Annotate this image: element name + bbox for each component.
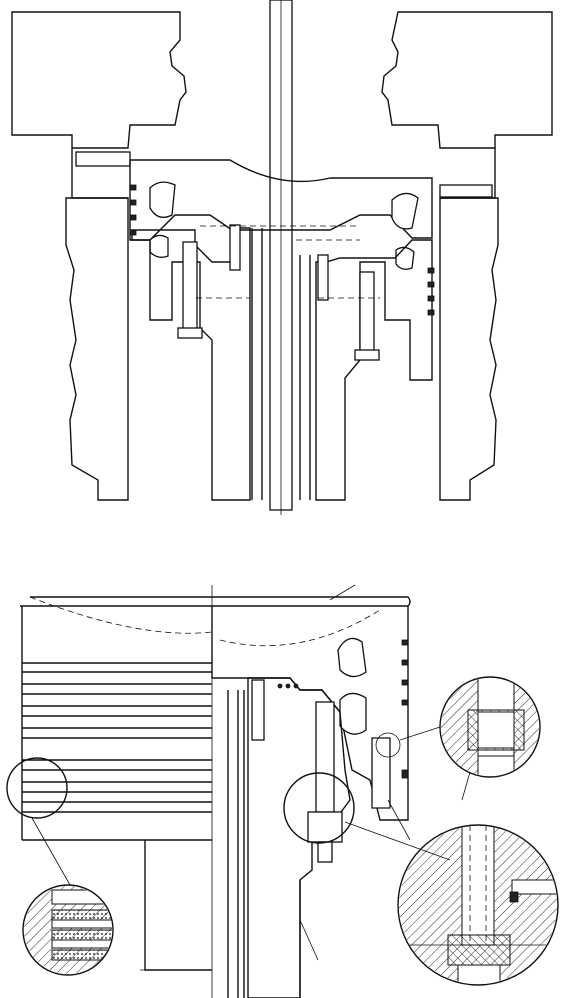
bolt-nut-detail — [398, 825, 562, 995]
bottom-piston-detail — [7, 585, 562, 998]
cooling-holes — [278, 684, 298, 688]
small-bolt-section — [252, 680, 264, 740]
cylinder-cover-right — [382, 12, 552, 148]
gas-channel-left — [76, 152, 130, 166]
top-assembly-section — [12, 0, 552, 515]
seat-bolt — [372, 738, 390, 808]
detail-circle-rings — [7, 758, 67, 818]
cooling-bore-left — [150, 182, 175, 217]
cylinder-liner-left — [66, 198, 128, 500]
cooling-bore-section-1 — [338, 638, 366, 676]
ring-groove-detail — [20, 885, 122, 975]
crown-bolt-section — [316, 702, 334, 812]
nut-right — [355, 350, 379, 360]
cooling-bore-section-2 — [340, 693, 366, 734]
cylinder-liner-right — [440, 198, 498, 500]
ring-grooves-section — [402, 640, 408, 778]
crown-bolt-left — [183, 242, 197, 332]
gas-channel-right — [440, 185, 492, 197]
ring-lines — [22, 663, 212, 812]
bolt-end — [318, 842, 332, 862]
cooling-bore-right — [392, 193, 418, 228]
nut-left — [178, 328, 202, 338]
crown-bolt-right — [360, 272, 374, 352]
cylinder-cover-left — [12, 12, 186, 148]
piston-exterior-left — [20, 597, 212, 840]
small-bolt-right — [318, 255, 328, 300]
skirt-lower-left — [145, 840, 212, 970]
bolt-seat-detail — [440, 677, 540, 777]
small-bolt-left — [230, 225, 240, 270]
